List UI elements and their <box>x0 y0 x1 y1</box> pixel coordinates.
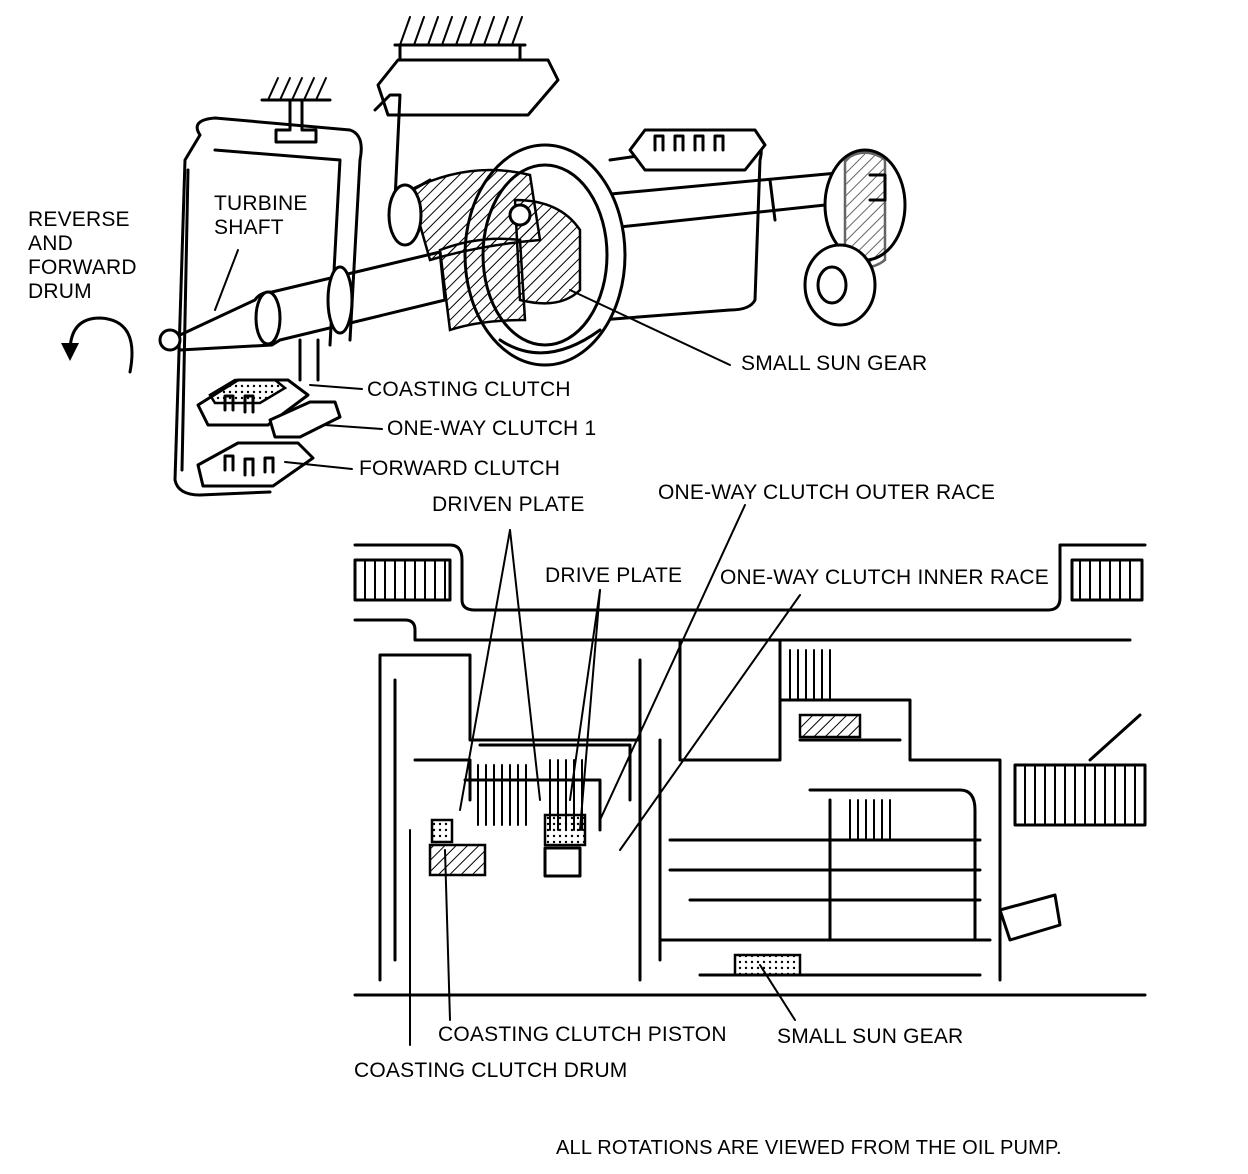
turbine-shaft <box>178 250 447 352</box>
label-turbine-shaft: TURBINE SHAFT <box>214 192 308 239</box>
label-one-way-clutch-outer-race: ONE-WAY CLUTCH OUTER RACE <box>658 481 996 504</box>
label-coasting-clutch-drum: COASTING CLUTCH DRUM <box>354 1059 628 1082</box>
forward-clutch-plates <box>789 649 891 841</box>
coasting-clutch-plates <box>477 759 587 878</box>
label-coasting-clutch-piston: COASTING CLUTCH PISTON <box>438 1023 727 1046</box>
piston-spring <box>428 818 487 877</box>
small-sun-gear-section <box>733 953 802 977</box>
label-coasting-clutch: COASTING CLUTCH <box>367 378 571 401</box>
label-reverse-forward-drum: REVERSE AND FORWARD DRUM <box>28 208 137 303</box>
center-shaft <box>658 838 992 977</box>
planetary-carrier <box>373 93 767 367</box>
footnote-rotation: ALL ROTATIONS ARE VIEWED FROM THE OIL PU… <box>556 1137 1062 1159</box>
clutch-packs-left <box>196 338 342 488</box>
label-forward-clutch: FORWARD CLUTCH <box>359 457 561 480</box>
ground-hatch-right <box>376 16 560 117</box>
reverse-forward-drum-frame <box>173 116 363 497</box>
leader-lines-bottom <box>409 504 801 1046</box>
output-shaft <box>598 148 907 327</box>
right-return-spring <box>1070 558 1144 602</box>
drum-hub <box>158 328 182 352</box>
label-small-sun-gear-bottom: SMALL SUN GEAR <box>777 1025 964 1048</box>
right-shaft-spline <box>998 713 1147 942</box>
rotation-arrow <box>61 316 134 374</box>
left-return-spring <box>353 558 452 602</box>
leader-lines-top <box>214 249 731 470</box>
label-driven-plate: DRIVEN PLATE <box>432 493 585 516</box>
label-small-sun-gear-top: SMALL SUN GEAR <box>741 352 928 375</box>
small-sun-gear <box>513 198 582 305</box>
top-assembly-illustration <box>61 16 907 497</box>
label-one-way-clutch-1: ONE-WAY CLUTCH 1 <box>387 417 597 440</box>
transmission-case <box>353 543 1147 997</box>
bottom-cross-section <box>353 504 1147 1046</box>
label-one-way-clutch-inner-race: ONE-WAY CLUTCH INNER RACE <box>720 566 1049 589</box>
ground-hatch-left <box>260 77 332 144</box>
label-drive-plate: DRIVE PLATE <box>545 564 683 587</box>
short-pinion-gear <box>438 237 527 332</box>
